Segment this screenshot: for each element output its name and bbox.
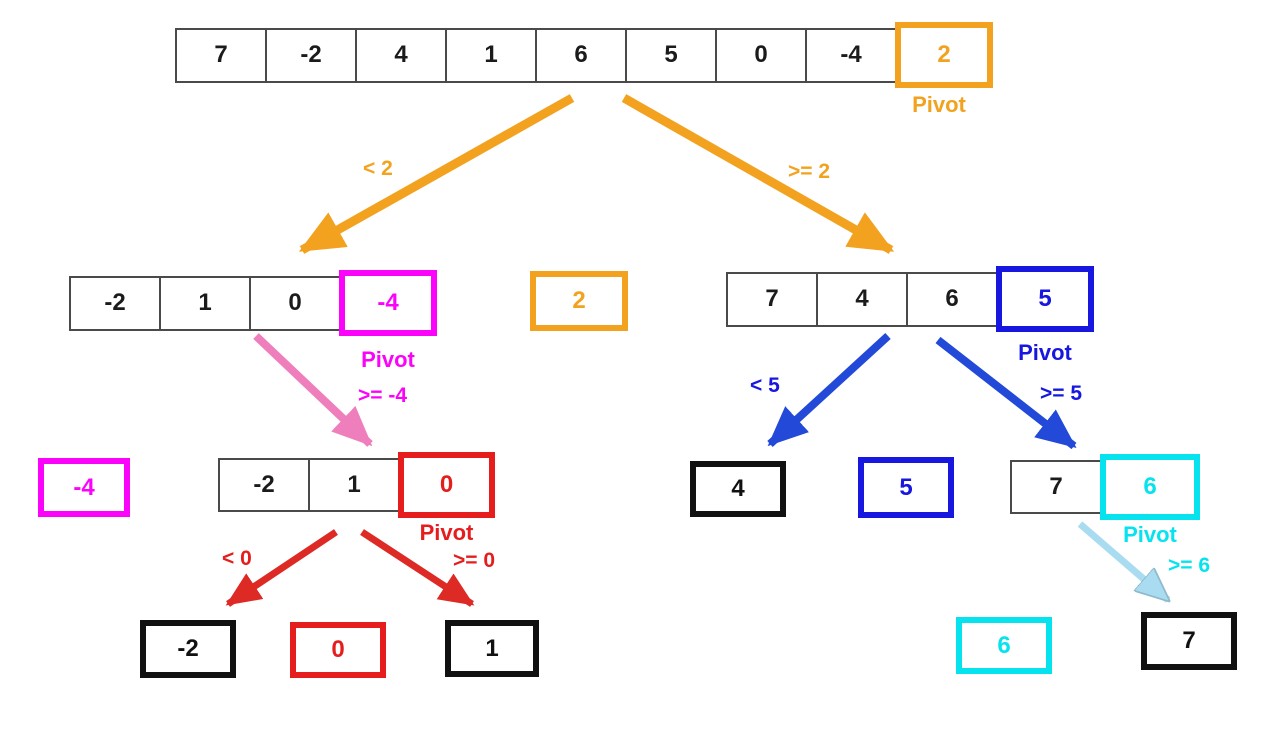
pivot-cell-neg4: -4 xyxy=(339,270,437,336)
arrow-less-than-5 xyxy=(767,333,891,447)
array-cell: 5 xyxy=(625,27,717,83)
edge-label-ge-neg4: >= -4 xyxy=(358,384,408,407)
array-mid-partition: -2 1 0 xyxy=(218,452,495,518)
sorted-box-7: 7 xyxy=(1141,612,1237,670)
array-cell: -2 xyxy=(69,275,161,331)
array-cell: 7 xyxy=(1010,460,1102,514)
array-cell: 6 xyxy=(535,27,627,83)
edge-label-lt5: < 5 xyxy=(750,374,780,397)
pivot-cell-2: 2 xyxy=(895,22,993,88)
array-cell: 0 xyxy=(249,275,341,331)
array-cell: 6 xyxy=(906,271,998,327)
pivot-label-magenta: Pivot xyxy=(361,347,415,372)
edge-label-ge2: >= 2 xyxy=(788,160,831,183)
pivot-label-orange: Pivot xyxy=(912,92,966,117)
edge-label-ge6: >= 6 xyxy=(1168,554,1211,577)
array-left-partition: -2 1 0 -4 xyxy=(69,270,437,336)
edge-label-lt0: < 0 xyxy=(222,547,252,570)
sorted-box-5: 5 xyxy=(858,457,954,518)
array-cell: 7 xyxy=(175,27,267,83)
array-cell: 0 xyxy=(715,27,807,83)
arrow-ge-2 xyxy=(621,94,895,254)
array-root: 7 -2 4 1 6 5 0 -4 2 xyxy=(175,22,993,88)
pivot-cell-6: 6 xyxy=(1100,454,1200,520)
sorted-box-1: 1 xyxy=(445,620,539,677)
arrow-less-than-2 xyxy=(298,94,575,254)
pivot-cell-0: 0 xyxy=(398,452,495,518)
pivot-cell-5: 5 xyxy=(996,266,1094,332)
array-cell: 4 xyxy=(816,271,908,327)
array-cell: 7 xyxy=(726,271,818,327)
edge-label-ge5: >= 5 xyxy=(1040,382,1083,405)
sorted-box-0: 0 xyxy=(290,622,386,678)
sorted-box-2: 2 xyxy=(530,271,628,331)
edge-label-ge0: >= 0 xyxy=(453,549,496,572)
array-cell: -4 xyxy=(805,27,897,83)
array-cell: 1 xyxy=(159,275,251,331)
pivot-label-cyan: Pivot xyxy=(1123,522,1177,547)
array-right-partition: 7 4 6 5 xyxy=(726,266,1094,332)
array-cell: 1 xyxy=(308,458,400,512)
pivot-label-red: Pivot xyxy=(419,520,474,545)
array-cell: -2 xyxy=(265,27,357,83)
pivot-label-blue: Pivot xyxy=(1018,340,1072,365)
array-cell: 1 xyxy=(445,27,537,83)
sorted-box-6: 6 xyxy=(956,617,1052,674)
array-far-right-partition: 7 6 xyxy=(1010,454,1200,520)
sorted-box-neg4: -4 xyxy=(38,458,130,517)
sorted-box-neg2: -2 xyxy=(140,620,236,678)
array-cell: -2 xyxy=(218,458,310,512)
edge-label-lt2: < 2 xyxy=(363,157,393,180)
sorted-box-4: 4 xyxy=(690,461,786,517)
array-cell: 4 xyxy=(355,27,447,83)
